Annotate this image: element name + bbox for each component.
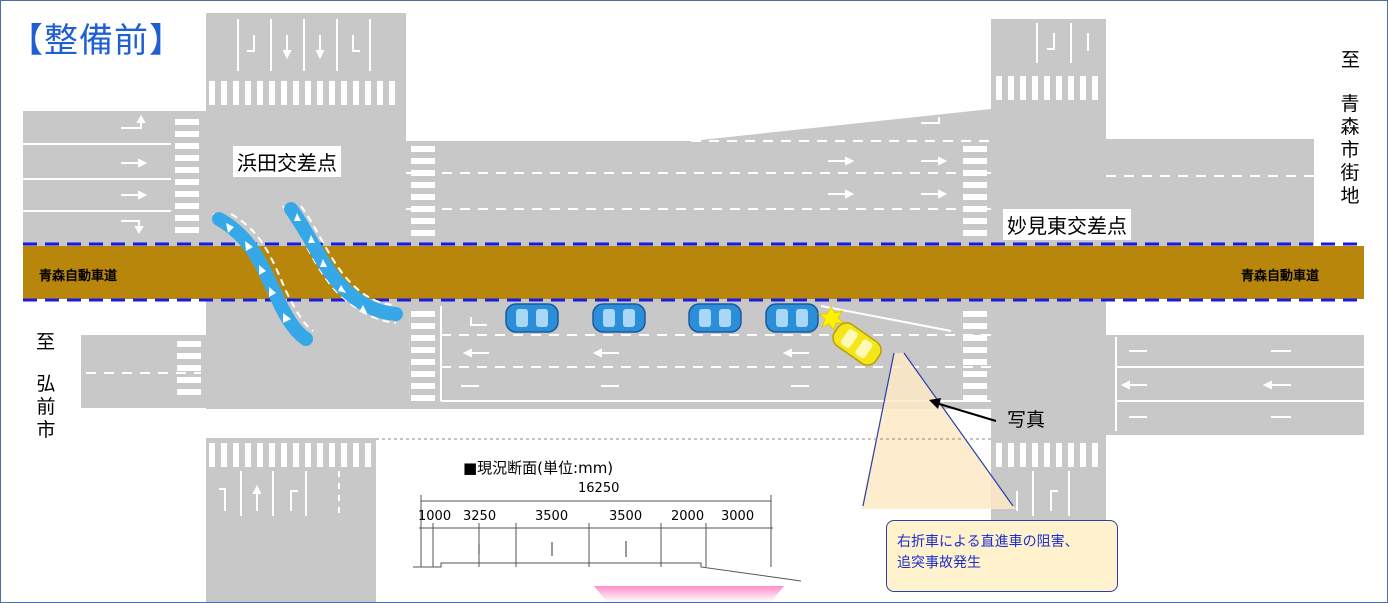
crosswalks [175,76,1098,467]
cross-section-total-width: 16250 [578,481,620,496]
blue-car [688,303,742,333]
callout-line-1: 右折車による直進車の阻害、 [897,534,1079,550]
intersection-label-myoken-higashi: 妙見東交差点 [1003,209,1131,240]
blue-car [505,303,559,333]
ramp-flow-arrows [212,202,403,346]
cross-section-dim: 3500 [609,509,643,524]
page-title: 【整備前】 [9,21,184,61]
direction-arrows [121,33,1291,511]
cross-section-dim: 3500 [535,509,569,524]
yellow-turning-car [832,322,882,366]
blue-car [592,303,646,333]
callout-line-2: 追突事故発生 [897,555,981,571]
direction-prefix-hirosaki: 至 [36,331,56,354]
cross-section-dim: 3250 [463,509,497,524]
direction-hirosaki-city: 弘前市 [35,373,57,442]
cross-section-dim: 3000 [721,509,755,524]
blue-car [765,303,819,333]
collision-burst [817,306,846,332]
expressway-label-right: 青森自動車道 [1241,269,1320,284]
cross-section-dim: 1000 [418,509,452,524]
expressway-label-left: 青森自動車道 [39,269,118,284]
direction-aomori-city: 青森市街地 [1339,93,1361,208]
accident-callout: 右折車による直進車の阻害、 追突事故発生 [886,520,1118,592]
lane-markings [23,19,1364,516]
cross-section-dim: 2000 [671,509,705,524]
cross-section-title: ■現況断面(単位:mm) [463,459,614,477]
intersection-label-hamada: 浜田交差点 [233,146,341,177]
photo-label: 写真 [1007,409,1046,431]
cross-section-drawing [376,438,991,602]
photo-view-cone [861,352,1016,509]
expressway [23,242,1364,302]
queued-cars [505,303,882,366]
direction-prefix-aomori: 至 [1341,49,1361,72]
